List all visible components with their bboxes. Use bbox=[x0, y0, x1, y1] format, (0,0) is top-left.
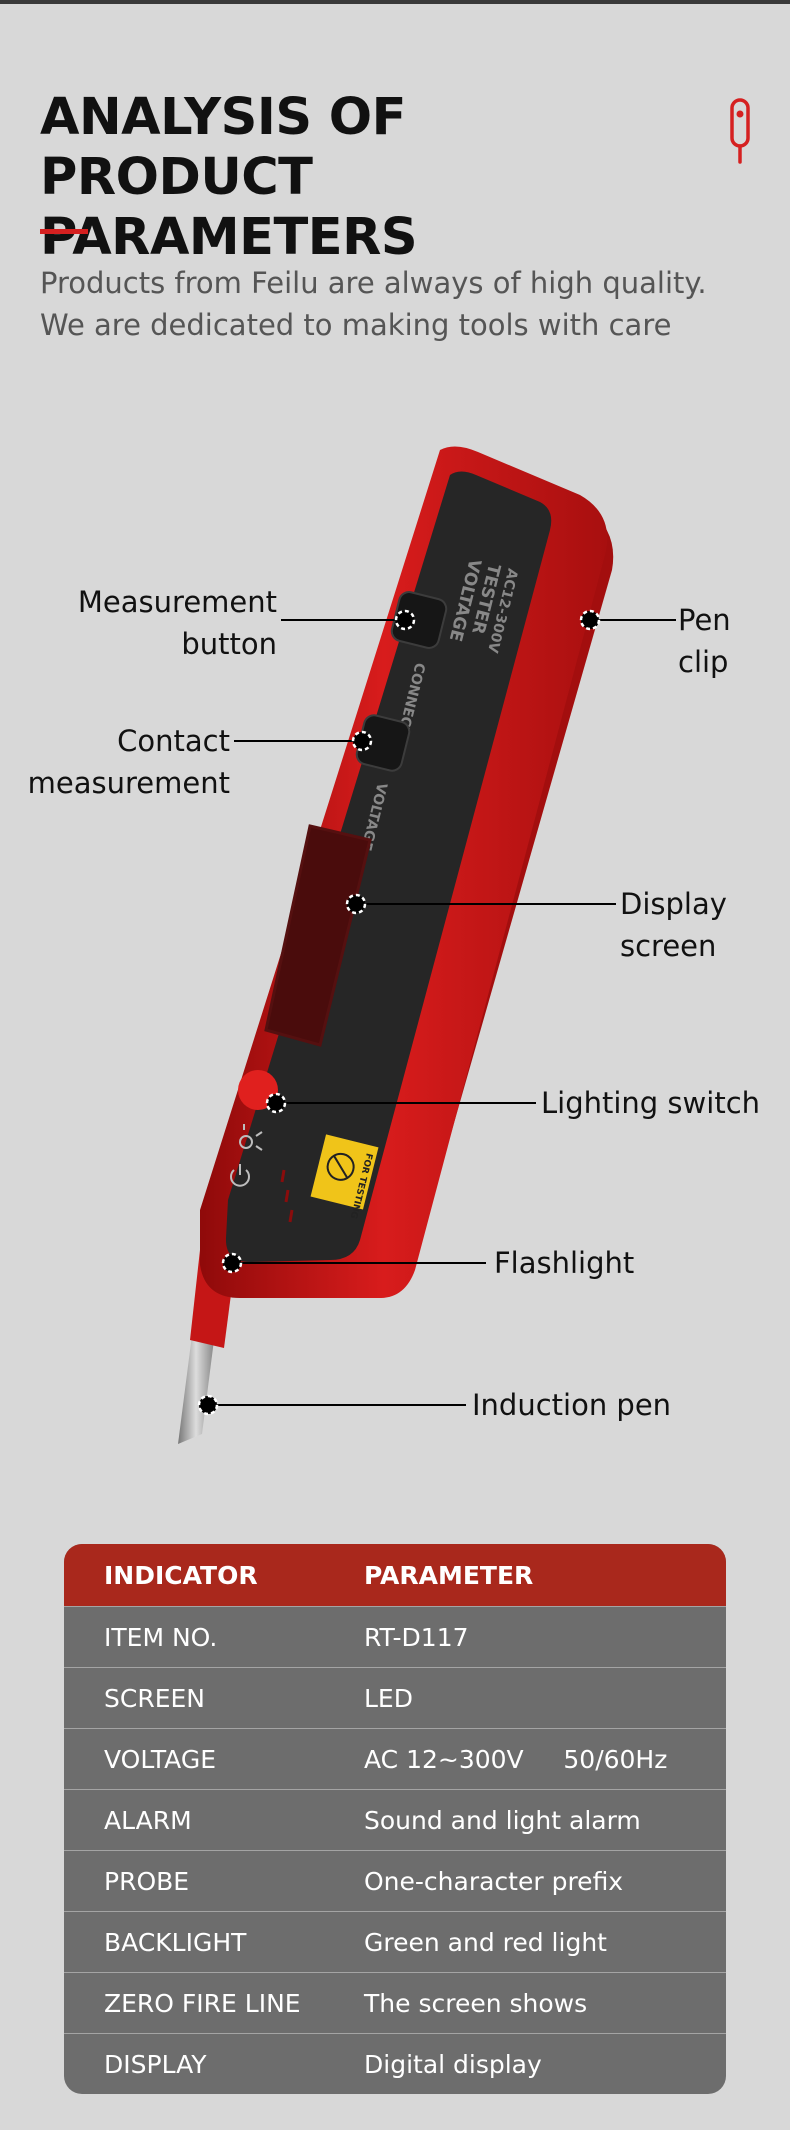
callout-lighting-switch: Lighting switch bbox=[265, 1086, 760, 1120]
callout-contact-measurement-line-2: measurement bbox=[28, 766, 230, 800]
top-border bbox=[0, 0, 790, 4]
callout-contact-measurement: Contact measurement bbox=[28, 724, 373, 800]
table-cell-indicator: VOLTAGE bbox=[104, 1744, 216, 1774]
voltage-tester-pen: VOLTAGE TESTER AC12-300V CONNECT VOLTAGE bbox=[178, 446, 614, 1444]
callout-pen-clip-line-1: Pen bbox=[678, 603, 731, 637]
callout-induction-pen: Induction pen bbox=[197, 1388, 671, 1422]
subtitle-line-1: Products from Feilu are always of high q… bbox=[40, 266, 707, 300]
table-header-indicator: INDICATOR bbox=[104, 1560, 258, 1590]
callout-pen-clip-line-2: clip bbox=[678, 645, 728, 679]
table-cell-parameter: Green and red light bbox=[364, 1927, 607, 1957]
table-cell-indicator: ZERO FIRE LINE bbox=[104, 1988, 301, 2018]
probe-tip bbox=[178, 1335, 214, 1444]
table-cell-indicator: PROBE bbox=[104, 1866, 190, 1896]
flashlight-icon bbox=[239, 1124, 263, 1151]
table-cell-parameter: Sound and light alarm bbox=[364, 1805, 641, 1835]
table-cell-parameter: The screen shows bbox=[364, 1988, 588, 2018]
callout-contact-measurement-line-1: Contact bbox=[117, 724, 230, 758]
table-row: DISPLAY Digital display bbox=[64, 2033, 726, 2094]
callout-measurement-button-line-1: Measurement bbox=[78, 585, 277, 619]
display-screen-shape bbox=[264, 824, 372, 1047]
callout-pen-clip: Pen clip bbox=[579, 603, 731, 679]
front-panel bbox=[225, 471, 552, 1262]
table-cell-indicator: BACKLIGHT bbox=[104, 1927, 247, 1957]
title-accent-line bbox=[40, 229, 88, 234]
table-row: BACKLIGHT Green and red light bbox=[64, 1911, 726, 1972]
power-icon bbox=[230, 1164, 250, 1187]
measurement-button-shape bbox=[390, 591, 448, 649]
table-row: ALARM Sound and light alarm bbox=[64, 1789, 726, 1850]
parameter-table: INDICATOR PARAMETER ITEM NO. RT-D117 SCR… bbox=[64, 1544, 726, 2094]
pen-logo-icon bbox=[730, 98, 750, 164]
callout-flashlight-label: Flashlight bbox=[494, 1246, 634, 1280]
table-cell-parameter: AC 12~300V 50/60Hz bbox=[364, 1744, 668, 1774]
callout-lighting-switch-label: Lighting switch bbox=[541, 1086, 760, 1120]
table-cell-parameter: LED bbox=[364, 1683, 413, 1713]
table-cell-indicator: SCREEN bbox=[104, 1683, 205, 1713]
callout-display-screen: Display screen bbox=[345, 887, 727, 963]
panel-label: VOLTAGE TESTER AC12-300V bbox=[445, 557, 521, 655]
table-cell-parameter: One-character prefix bbox=[364, 1866, 624, 1896]
callout-flashlight: Flashlight bbox=[221, 1246, 634, 1280]
callout-measurement-button: Measurement button bbox=[78, 585, 416, 661]
table-cell-parameter: Digital display bbox=[364, 2049, 542, 2079]
table-header-row: INDICATOR PARAMETER bbox=[64, 1544, 726, 1606]
title-line-1: ANALYSIS OF PRODUCT bbox=[40, 88, 407, 207]
callout-display-screen-line-2: screen bbox=[620, 929, 716, 963]
subtitle-line-2: We are dedicated to making tools with ca… bbox=[40, 308, 672, 342]
table-row: ITEM NO. RT-D117 bbox=[64, 1606, 726, 1667]
table-cell-indicator: DISPLAY bbox=[104, 2049, 207, 2079]
table-header-parameter: PARAMETER bbox=[364, 1560, 534, 1590]
title-line-2: PARAMETERS bbox=[40, 208, 418, 267]
table-row: PROBE One-character prefix bbox=[64, 1850, 726, 1911]
product-diagram: VOLTAGE TESTER AC12-300V CONNECT VOLTAGE bbox=[28, 446, 760, 1444]
table-row: SCREEN LED bbox=[64, 1667, 726, 1728]
table-row: VOLTAGE AC 12~300V 50/60Hz bbox=[64, 1728, 726, 1789]
table-cell-parameter: RT-D117 bbox=[364, 1622, 469, 1652]
table-cell-indicator: ALARM bbox=[104, 1805, 192, 1835]
callout-measurement-button-line-2: button bbox=[181, 627, 277, 661]
grip-lines bbox=[280, 1169, 294, 1223]
table-cell-indicator: ITEM NO. bbox=[104, 1622, 218, 1652]
subtitle: Products from Feilu are always of high q… bbox=[40, 262, 760, 346]
callout-display-screen-line-1: Display bbox=[620, 887, 727, 921]
callout-induction-pen-label: Induction pen bbox=[472, 1388, 671, 1422]
page-title: ANALYSIS OF PRODUCT PARAMETERS bbox=[40, 88, 680, 268]
table-row: ZERO FIRE LINE The screen shows bbox=[64, 1972, 726, 2033]
